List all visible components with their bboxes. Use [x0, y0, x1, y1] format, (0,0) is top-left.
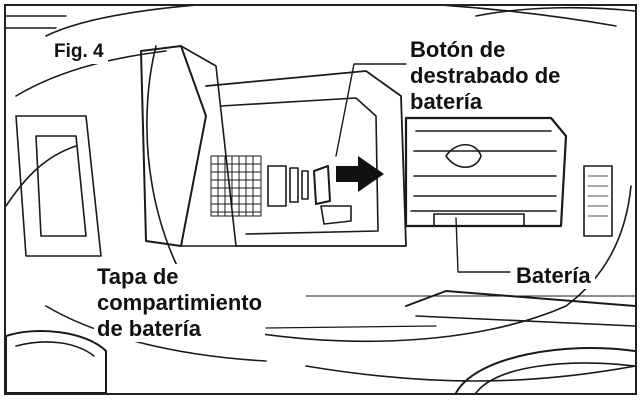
slide-direction-arrow [336, 156, 384, 192]
release-button-callout: Botón de destrabado de batería [407, 37, 564, 115]
battery-compartment-drawing [6, 6, 635, 393]
callout-line: batería [410, 89, 483, 114]
compartment-cover-callout: Tapa de compartimiento de batería [94, 264, 266, 342]
callout-line: Tapa de [97, 264, 179, 289]
battery-callout: Batería [512, 263, 595, 289]
callout-line: compartimiento [97, 290, 263, 315]
figure-number: Fig. 4 [50, 40, 108, 64]
callout-line: destrabado de [410, 63, 561, 88]
callout-line: de batería [97, 316, 201, 341]
callout-line: Botón de [410, 37, 506, 62]
figure-frame: Fig. 4 Botón de destrabado de batería Ba… [4, 4, 637, 395]
